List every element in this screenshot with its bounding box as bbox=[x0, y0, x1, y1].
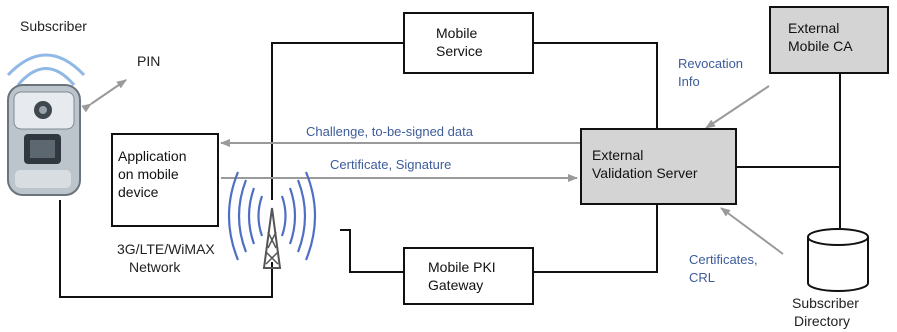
external-validation-server-line2: Validation Server bbox=[592, 165, 698, 181]
mobile-phone-icon bbox=[7, 84, 81, 196]
application-box: Application on mobile device bbox=[111, 133, 219, 227]
link-mobile-service-validation bbox=[534, 42, 658, 128]
certificates-arrow bbox=[720, 207, 784, 255]
external-validation-server-box: External Validation Server bbox=[580, 128, 737, 205]
revocation-label-line1: Revocation bbox=[678, 56, 744, 71]
certificates-label-line1: Certificates, bbox=[689, 252, 758, 267]
subscriber-label: Subscriber bbox=[20, 18, 87, 34]
application-line2: on mobile bbox=[118, 166, 179, 182]
external-mobile-ca-box: External Mobile CA bbox=[769, 6, 889, 74]
link-antenna-gateway bbox=[340, 229, 403, 273]
certificates-label-line2: CRL bbox=[689, 270, 716, 285]
mobile-pki-gateway-line1: Mobile PKI bbox=[428, 259, 496, 275]
phone-signal-icon bbox=[6, 53, 86, 86]
gray-arrows bbox=[81, 79, 784, 255]
network-label-line1: 3G/LTE/WiMAX bbox=[117, 241, 215, 257]
pin-label: PIN bbox=[137, 53, 161, 69]
pin-arrow bbox=[81, 79, 127, 113]
revocation-arrow bbox=[705, 85, 770, 129]
antenna-tower-icon bbox=[227, 171, 317, 269]
application-line3: device bbox=[118, 184, 159, 200]
link-antenna-mobile-service bbox=[271, 42, 403, 200]
challenge-label: Challenge, to-be-signed data bbox=[306, 124, 473, 139]
subscriber-directory-label-line2: Directory bbox=[794, 313, 851, 329]
mobile-pki-gateway-box: Mobile PKI Gateway bbox=[403, 247, 534, 305]
mobile-service-box: Mobile Service bbox=[403, 12, 534, 74]
subscriber-directory-icon bbox=[807, 228, 869, 292]
network-label-line2: Network bbox=[129, 259, 181, 275]
external-mobile-ca-line2: Mobile CA bbox=[788, 38, 853, 54]
external-mobile-ca-line1: External bbox=[788, 20, 840, 36]
subscriber-directory-label-line1: Subscriber bbox=[792, 295, 859, 311]
revocation-label-line2: Info bbox=[678, 74, 700, 89]
connection-lines bbox=[59, 42, 841, 298]
link-phone-network bbox=[59, 200, 273, 298]
mobile-service-line1: Mobile bbox=[436, 25, 478, 41]
application-line1: Application bbox=[118, 148, 187, 164]
mobile-service-line2: Service bbox=[436, 43, 483, 59]
external-validation-server-line1: External bbox=[592, 147, 644, 163]
link-gateway-validation bbox=[534, 205, 658, 273]
mobile-pki-gateway-line2: Gateway bbox=[428, 277, 484, 293]
certificate-signature-label: Certificate, Signature bbox=[330, 157, 452, 172]
